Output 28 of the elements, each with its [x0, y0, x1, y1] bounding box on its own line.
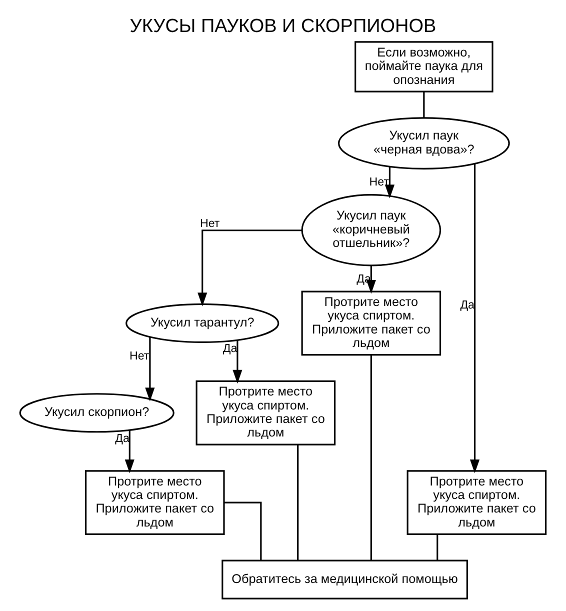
node-box: Протрите место укуса спиртом. Приложите пакет со льдом [196, 380, 336, 446]
connector [297, 444, 299, 560]
node-box: Если возможно, поймайте паука для опознания [354, 41, 494, 92]
arrow [232, 340, 242, 384]
arrow [366, 265, 376, 294]
connector [224, 502, 262, 561]
arrow [198, 230, 302, 306]
edge-label: Нет [200, 216, 220, 230]
arrow [124, 430, 134, 474]
node-box: Протрите место укуса спиртом. Приложите пакет со льдом [301, 290, 442, 356]
node-box: Обратитесь за медицинской помощью [222, 560, 468, 600]
node-ellipse: Укусил паук «черная вдова»? [338, 117, 510, 170]
connector [423, 92, 425, 118]
node-ellipse: Укусил тарантул? [126, 303, 280, 343]
connector [436, 534, 438, 560]
diagram-title: УКУСЫ ПАУКОВ И СКОРПИОНОВ [130, 16, 436, 37]
arrow [384, 166, 395, 198]
connector [370, 355, 372, 560]
node-ellipse: Укусил паук «коричневый отшельник»? [301, 194, 442, 266]
node-ellipse: Укусил скорпион? [19, 393, 174, 433]
arrow [145, 337, 155, 402]
edge-label: Нет [369, 175, 390, 188]
edge-label: Да [460, 298, 475, 312]
node-box: Протрите место укуса спиртом. Приложите пакет со льдом [84, 470, 225, 535]
edge-label: Нет [130, 349, 150, 362]
arrow [470, 164, 480, 474]
edge-label: Да [115, 432, 130, 445]
node-box: Протрите место укуса спиртом. Приложите пакет со льдом [406, 470, 547, 535]
